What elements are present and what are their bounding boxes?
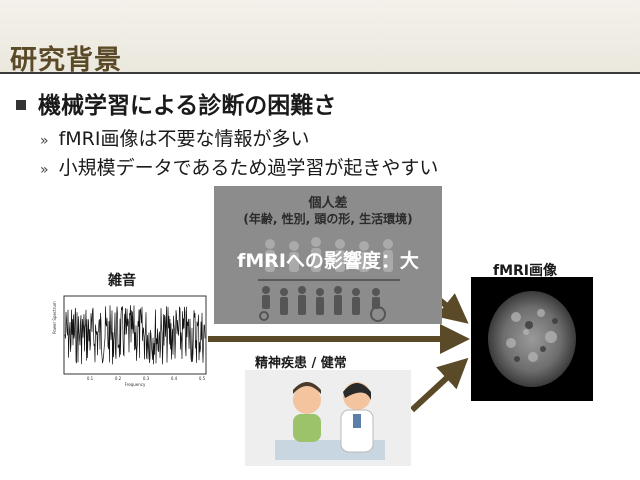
title-band	[0, 0, 640, 72]
noise-x-tick: 0.1	[87, 376, 94, 381]
noise-plot: Power Spectrum Frequency 0.1 0.2 0.3 0.4 0.5	[52, 295, 207, 387]
sub-bullet-text: fMRI画像は不要な情報が多い	[58, 128, 310, 150]
noise-x-tick: 0.3	[143, 376, 150, 381]
sub-bullet-text: 小規模データであるため過学習が起きやすい	[58, 157, 439, 179]
individual-differences-box: 個人差 (年齢, 性別, 頭の形, 生活環境) fMRIへの影響度：大	[214, 186, 442, 324]
square-bullet-icon	[16, 99, 26, 110]
fmri-image	[471, 277, 593, 401]
noise-x-tick: 0.4	[171, 376, 178, 381]
sub-bullet-1: » fMRI画像は不要な情報が多い	[40, 124, 309, 151]
individual-subtitle: (年齢, 性別, 頭の形, 生活環境)	[243, 212, 413, 226]
main-bullet: 機械学習による診断の困難さ	[16, 86, 336, 120]
doctor-patient-icon	[275, 382, 385, 460]
arrow-psych	[409, 357, 469, 413]
noise-ylabel: Power Spectrum	[52, 301, 57, 334]
title-divider	[0, 72, 640, 74]
doctor-patient-illustration	[245, 370, 411, 466]
noise-label: 雑音	[108, 273, 136, 289]
noise-x-tick: 0.2	[115, 376, 122, 381]
brain-scan-icon	[488, 291, 576, 387]
raquo-bullet-icon: »	[40, 162, 49, 178]
people-icon	[258, 237, 400, 322]
sub-bullet-2: » 小規模データであるため過学習が起きやすい	[40, 153, 438, 180]
raquo-bullet-icon: »	[40, 133, 49, 149]
individual-title: 個人差	[308, 196, 348, 211]
noise-x-tick: 0.5	[199, 376, 206, 381]
effect-text: fMRIへの影響度：大	[237, 250, 419, 272]
slide-title: 研究背景	[10, 45, 122, 76]
fmri-label: fMRI画像	[493, 263, 558, 279]
noise-xlabel: Frequency	[125, 382, 146, 387]
psych-label: 精神疾患 / 健常	[255, 356, 347, 371]
main-bullet-text: 機械学習による診断の困難さ	[38, 93, 337, 119]
